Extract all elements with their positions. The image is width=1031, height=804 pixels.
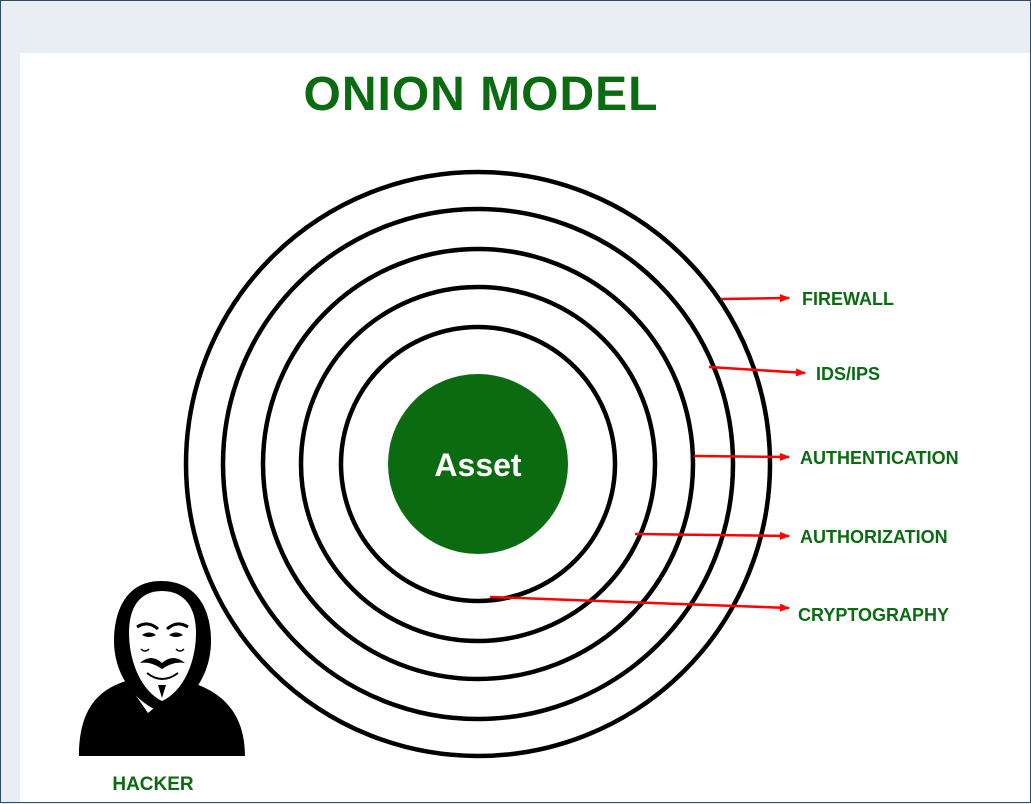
arrow-cryptography (489, 595, 790, 612)
layer-label-firewall: FIREWALL (802, 289, 894, 309)
arrow-authorization (634, 531, 790, 540)
ring-3 (260, 246, 696, 682)
arrow-firewall (720, 294, 790, 303)
asset-core (388, 374, 568, 554)
layer-arrows (489, 294, 806, 612)
layer-labels: FIREWALL IDS/IPS AUTHENTICATION AUTHORIZ… (798, 289, 959, 625)
ring-5 (338, 324, 618, 604)
hacker-label: HACKER (112, 774, 194, 795)
layer-label-cryptography: CRYPTOGRAPHY (798, 605, 949, 625)
layer-label-authorization: AUTHORIZATION (800, 527, 948, 547)
diagram-title: ONION MODEL (303, 68, 659, 121)
layer-label-authentication: AUTHENTICATION (800, 448, 959, 468)
onion-rings (183, 169, 773, 759)
arrow-ids-ips (708, 365, 806, 377)
ring-1 (183, 169, 773, 759)
arrow-authentication (693, 452, 790, 461)
hacker-icon (79, 581, 245, 756)
hacker-mask (129, 591, 196, 701)
hacker-body (79, 681, 245, 756)
asset-label: Asset (434, 447, 522, 483)
ring-2 (220, 206, 736, 722)
layer-label-ids-ips: IDS/IPS (816, 364, 880, 384)
ring-4 (298, 284, 658, 644)
